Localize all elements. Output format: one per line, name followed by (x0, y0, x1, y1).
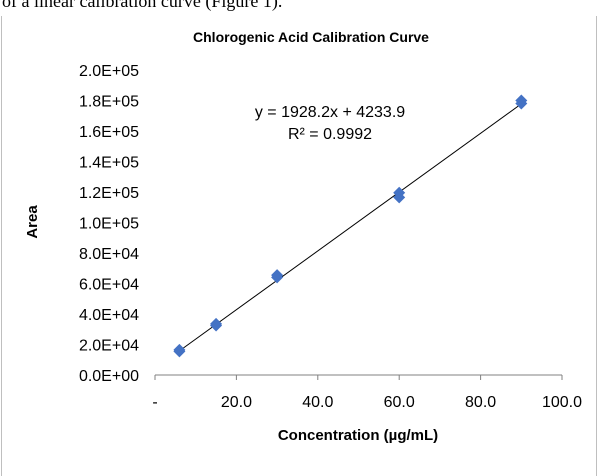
x-tick-label: 40.0 (302, 394, 333, 411)
data-point (393, 186, 406, 199)
data-point (173, 343, 186, 356)
y-tick-label: 6.0E+04 (79, 277, 139, 294)
caption-text: of a linear calibration curve (Figure 1)… (2, 0, 283, 11)
y-tick-label: 0.0E+00 (79, 368, 139, 385)
x-tick-marks (154, 375, 563, 380)
y-tick-label: 1.0E+05 (79, 216, 139, 233)
trendline-r-squared: R² = 0.9992 (288, 126, 372, 143)
y-tick-label: 1.4E+05 (79, 155, 139, 172)
y-tick-labels: 0.0E+00 2.0E+04 4.0E+04 6.0E+04 8.0E+04 1.0E+… (79, 63, 139, 385)
chart-frame (1, 16, 597, 476)
y-tick-label: 2.0E+05 (79, 63, 139, 80)
x-tick-label: 100.0 (542, 394, 582, 411)
chart-title: Chlorogenic Acid Calibration Curve (193, 29, 429, 45)
y-tick-label: 8.0E+04 (79, 246, 139, 263)
calibration-chart: Chlorogenic Acid Calibration Curve 0.0E+… (24, 29, 582, 444)
y-tick-label: 1.6E+05 (79, 124, 139, 141)
y-tick-label: 2.0E+04 (79, 338, 139, 355)
x-tick-label: 20.0 (221, 394, 252, 411)
x-tick-labels: - 20.0 40.0 60.0 80.0 100.0 (152, 394, 582, 411)
x-tick-label: - (152, 394, 157, 411)
data-point (515, 94, 528, 107)
x-tick-label: 80.0 (465, 394, 496, 411)
data-point (271, 269, 284, 282)
data-points (173, 94, 528, 358)
x-tick-label: 60.0 (384, 394, 415, 411)
y-axis-label: Area (24, 205, 41, 239)
trendline-equation: y = 1928.2x + 4233.9 (255, 104, 405, 121)
trendline (179, 103, 522, 352)
data-point (210, 317, 223, 330)
y-tick-label: 1.2E+05 (79, 185, 139, 202)
y-tick-label: 4.0E+04 (79, 307, 139, 324)
x-axis-label: Concentration (µg/mL) (278, 427, 438, 444)
y-tick-label: 1.8E+05 (79, 94, 139, 111)
